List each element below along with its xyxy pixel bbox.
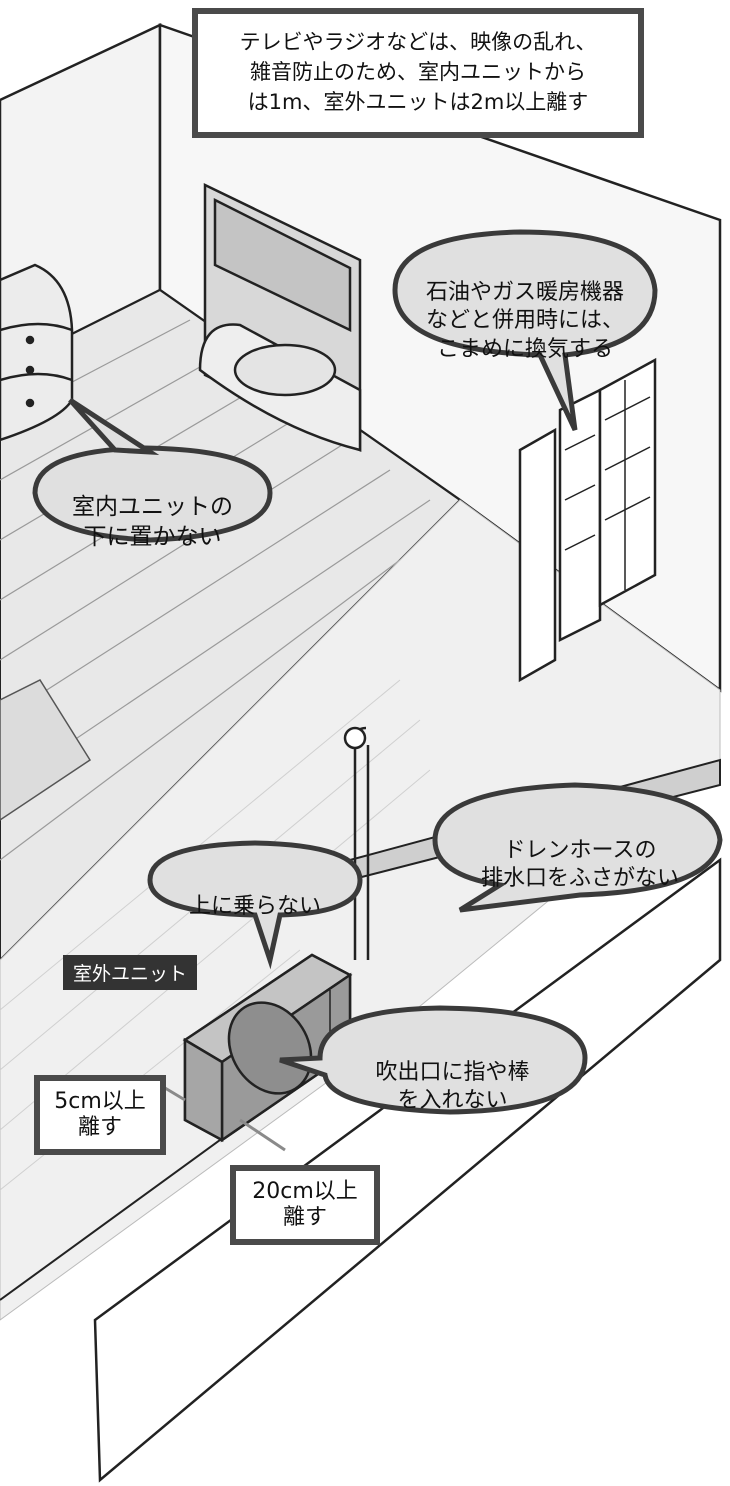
no-climb-bubble	[147, 840, 363, 970]
no-climb-note-text: 上に乗らない	[188, 893, 321, 919]
bed-corner	[0, 679, 92, 821]
heater-note: 石油やガス暖房機器 などと併用時には、 こまめに換気する	[400, 250, 650, 364]
gap-5cm-note: 5cm以上 離す	[34, 1075, 166, 1155]
drain-bubble	[432, 782, 723, 913]
window	[518, 357, 657, 683]
drain-note-text: ドレンホースの 排水口をふさがない	[480, 837, 679, 892]
under-indoor-tail	[68, 397, 160, 456]
drain-pipe	[343, 726, 370, 960]
outlet-note-text: 吹出口に指や棒 を入れない	[375, 1059, 530, 1114]
outdoor-unit-label: 室外ユニット	[63, 955, 198, 990]
under-indoor-note: 室内ユニットの 下に置かない	[40, 464, 265, 552]
tv-radio-note-text: テレビやラジオなどは、映像の乱れ、 雑音防止のため、室内ユニットから は1m、室…	[239, 30, 597, 114]
tv-radio-note: テレビやラジオなどは、映像の乱れ、 雑音防止のため、室内ユニットから は1m、室…	[192, 8, 644, 138]
gap-20cm-note: 20cm以上 離す	[230, 1165, 380, 1245]
gap-20cm-note-text: 20cm以上 離す	[252, 1178, 358, 1230]
drain-note: ドレンホースの 排水口をふさがない	[450, 808, 710, 894]
heater-note-text: 石油やガス暖房機器 などと併用時には、 こまめに換気する	[425, 279, 624, 362]
speech-bubbles	[32, 229, 723, 1115]
gap-5cm-note-text: 5cm以上 離す	[54, 1088, 146, 1140]
under-indoor-note-text: 室内ユニットの 下に置かない	[72, 494, 233, 550]
under-indoor-bubble	[32, 445, 273, 543]
heater-bubble	[392, 229, 658, 432]
tv-set	[198, 183, 362, 452]
chest-of-drawers	[0, 263, 74, 442]
outlet-note: 吹出口に指や棒 を入れない	[330, 1030, 575, 1116]
outlet-bubble	[279, 1005, 588, 1115]
no-climb-note: 上に乗らない	[160, 864, 350, 921]
